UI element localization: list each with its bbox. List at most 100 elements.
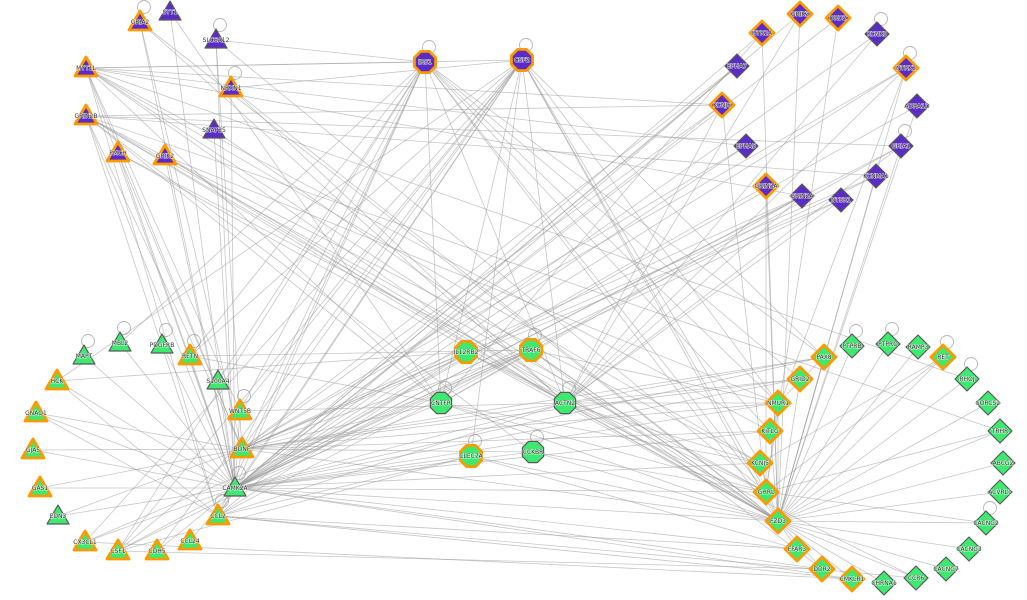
graph-node[interactable] [864, 21, 890, 47]
graph-node[interactable] [888, 133, 914, 159]
graph-node[interactable] [808, 555, 836, 583]
graph-node[interactable] [20, 437, 46, 460]
graph-node[interactable] [204, 28, 228, 49]
graph-node[interactable] [108, 331, 132, 352]
graph-node[interactable] [752, 478, 780, 506]
graph-edge [777, 520, 853, 580]
graph-node[interactable] [748, 19, 776, 47]
graph-node[interactable] [987, 479, 1013, 505]
graph-node[interactable] [871, 570, 897, 596]
graph-edge [57, 448, 243, 517]
graph-edge [85, 104, 723, 117]
graph-edge [564, 13, 801, 404]
graph-node[interactable] [756, 417, 784, 445]
graph-node[interactable] [177, 343, 203, 366]
graph-edge [465, 351, 767, 493]
graph-node[interactable] [46, 504, 70, 525]
graph-node[interactable] [987, 418, 1013, 444]
graph-edge [777, 105, 918, 522]
graph-node[interactable] [973, 510, 999, 536]
graph-node[interactable] [105, 538, 131, 561]
graph-node[interactable] [553, 391, 577, 415]
graph-node[interactable] [786, 365, 814, 393]
graph-edge [85, 115, 779, 522]
graph-node[interactable] [521, 440, 545, 464]
graph-edge [234, 175, 877, 489]
graph-node[interactable] [786, 0, 814, 28]
graph-edge [85, 115, 243, 450]
graph-node[interactable] [990, 450, 1016, 476]
graph-edge [765, 491, 987, 524]
graph-node[interactable] [72, 529, 98, 552]
graph-node[interactable] [152, 143, 178, 166]
graph-edge [759, 356, 944, 464]
graph-edge [777, 378, 801, 522]
graph-node[interactable] [724, 53, 750, 79]
graph-node[interactable] [519, 337, 543, 363]
graph-node[interactable] [933, 556, 959, 582]
graph-node[interactable] [905, 334, 931, 360]
self-loop-edge [232, 466, 246, 480]
graph-node[interactable] [789, 183, 815, 209]
graph-node[interactable] [875, 331, 901, 357]
graph-node[interactable] [218, 75, 244, 98]
graph-node[interactable] [929, 343, 957, 371]
graph-node[interactable] [27, 475, 53, 498]
graph-node[interactable] [863, 163, 889, 189]
graph-edge [530, 349, 779, 404]
graph-node[interactable] [764, 389, 792, 417]
graph-node[interactable] [23, 400, 49, 423]
graph-edge [424, 61, 442, 404]
graph-node[interactable] [956, 536, 982, 562]
graph-node[interactable] [752, 172, 780, 200]
graph-edge [241, 402, 442, 450]
graph-node[interactable] [73, 103, 99, 126]
graph-node[interactable] [954, 366, 980, 392]
graph-node[interactable] [764, 507, 792, 535]
graph-node[interactable] [229, 436, 255, 459]
graph-node[interactable] [105, 140, 131, 163]
graph-node[interactable] [892, 54, 920, 82]
graph-node[interactable] [127, 9, 153, 32]
graph-node[interactable] [202, 118, 226, 139]
graph-node[interactable] [458, 443, 484, 469]
graph-edge [424, 61, 825, 358]
graph-edge [189, 59, 523, 357]
graph-node[interactable] [158, 0, 182, 21]
graph-node[interactable] [205, 503, 231, 526]
graph-node[interactable] [44, 368, 70, 391]
graph-node[interactable] [903, 565, 929, 591]
graph-edge [230, 87, 236, 489]
graph-node[interactable] [223, 476, 247, 497]
graph-node[interactable] [144, 538, 170, 561]
graph-node[interactable] [206, 369, 230, 390]
graph-node[interactable] [746, 449, 774, 477]
graph-node[interactable] [810, 343, 838, 371]
graph-node[interactable] [412, 50, 438, 74]
graph-node[interactable] [177, 528, 203, 551]
graph-node[interactable] [839, 333, 865, 359]
graph-node[interactable] [904, 93, 930, 119]
graph-node[interactable] [429, 391, 453, 415]
graph-node[interactable] [838, 565, 866, 593]
graph-node[interactable] [975, 390, 1001, 416]
graph-node[interactable] [828, 187, 854, 213]
graph-node[interactable] [509, 48, 534, 72]
graph-node[interactable] [73, 55, 99, 78]
graph-node[interactable] [72, 344, 96, 365]
graph-edge [139, 21, 566, 404]
graph-edge [234, 487, 853, 580]
graph-node[interactable] [733, 133, 759, 159]
graph-node[interactable] [824, 4, 852, 32]
graph-node[interactable] [150, 333, 174, 354]
graph-node[interactable] [227, 398, 253, 421]
graph-edge [117, 448, 243, 552]
graph-edge [239, 402, 566, 412]
graph-node[interactable] [708, 91, 736, 119]
graph-node[interactable] [453, 339, 479, 365]
graph-edge [424, 61, 779, 522]
graph-edge [217, 61, 426, 382]
graph-node[interactable] [783, 535, 811, 563]
